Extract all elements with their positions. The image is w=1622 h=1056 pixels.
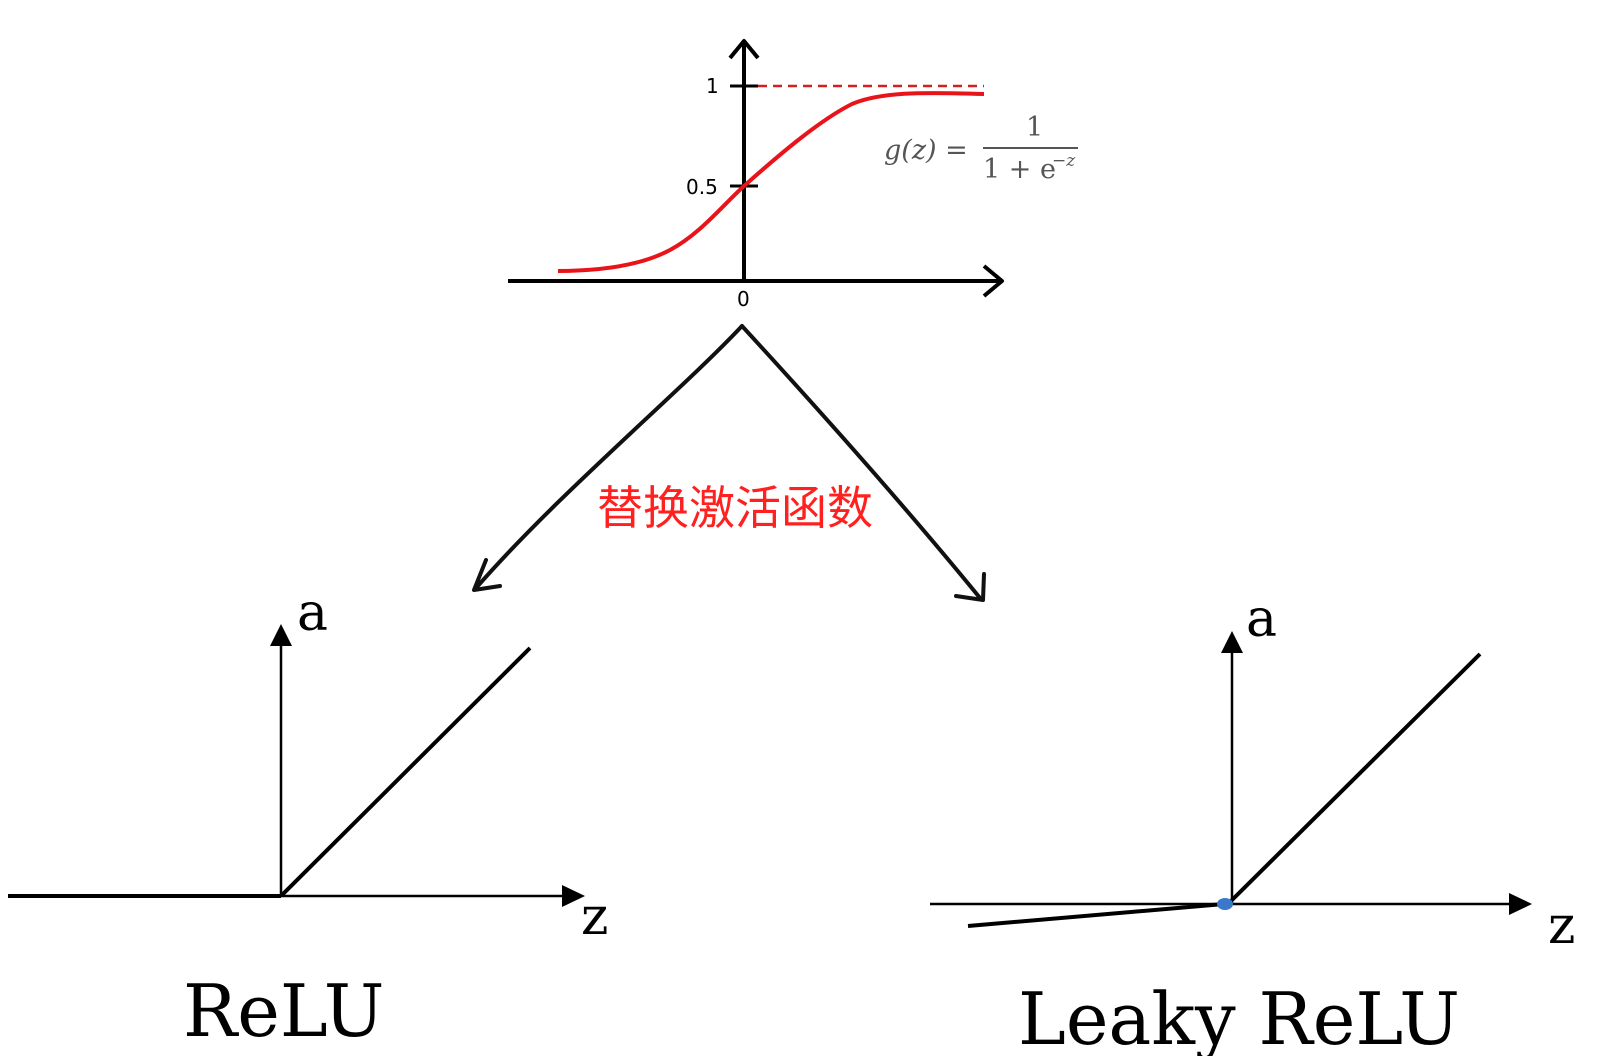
sigmoid-formula-lhs: g(z) = (884, 135, 968, 166)
leaky-relu-x-label: z (1548, 896, 1575, 956)
relu-y-arrowhead (270, 624, 292, 646)
arrow-to-relu-head (472, 558, 502, 592)
leaky-relu-positive-branch (1226, 652, 1482, 906)
sigmoid-tick-label-half: 0.5 (686, 175, 718, 199)
sigmoid-tick-label-0: 0 (737, 287, 750, 311)
leaky-relu-x-arrowhead (1509, 893, 1532, 915)
leaky-relu-negative-branch (967, 902, 1225, 928)
arrow-to-leaky-relu (740, 324, 982, 600)
sigmoid-curve (557, 91, 985, 273)
relu-x-label: z (581, 887, 608, 947)
arrow-to-relu (474, 324, 744, 590)
sigmoid-tick-label-1: 1 (706, 74, 719, 98)
relu-x-arrowhead (562, 885, 585, 907)
sigmoid-y-arrowhead (728, 39, 760, 60)
leaky-relu-title: Leaky ReLU (1018, 977, 1460, 1056)
sigmoid-x-arrowhead (982, 264, 1004, 298)
sigmoid-formula-exponent: −z (1052, 151, 1076, 171)
leaky-relu-y-arrowhead (1221, 631, 1243, 653)
relu-positive-branch (279, 646, 532, 898)
leaky-relu-y-label: a (1246, 589, 1277, 649)
arrow-to-leaky-relu-head (954, 572, 986, 602)
sigmoid-formula-denominator: 1 + e (983, 154, 1056, 185)
relu-y-label: a (297, 583, 328, 643)
relu-plot: a z ReLU (8, 583, 608, 1053)
leaky-relu-origin-dot (1217, 898, 1233, 910)
sigmoid-plot: 1 0.5 0 g(z) = 1 1 + e −z (508, 39, 1078, 311)
sigmoid-formula-numerator: 1 (1026, 112, 1043, 143)
replace-activation-caption: 替换激活函数 (597, 481, 873, 535)
relu-title: ReLU (183, 969, 384, 1053)
split-arrows (472, 324, 986, 602)
leaky-relu-plot: a z Leaky ReLU (930, 589, 1575, 1056)
